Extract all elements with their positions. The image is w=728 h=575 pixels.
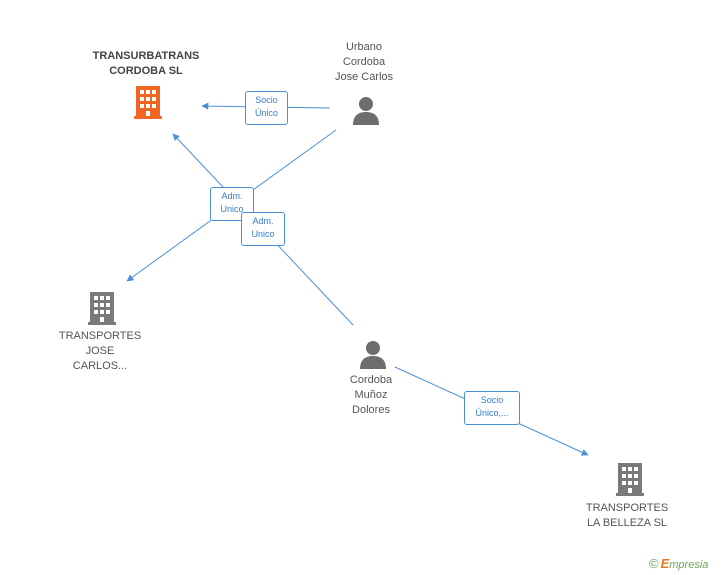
node-label-line: Cordoba bbox=[349, 374, 393, 386]
node-label-line: Jose Carlos bbox=[334, 71, 394, 83]
building-icon[interactable] bbox=[86, 290, 118, 326]
edge-badge-socio-unico[interactable]: Socio Único,... bbox=[464, 391, 520, 425]
edge-badge-line: Socio bbox=[255, 95, 278, 105]
node-label-transurbatrans[interactable]: TRANSURBATRANS CORDOBA SL bbox=[86, 49, 206, 79]
copyright-icon: © bbox=[649, 556, 659, 571]
node-label-line: TRANSURBATRANS bbox=[92, 50, 200, 62]
node-label-line: Muñoz bbox=[354, 389, 388, 401]
node-label-cordoba-munoz[interactable]: Cordoba Muñoz Dolores bbox=[321, 373, 421, 418]
edge-badge-socio-unico[interactable]: Socio Único bbox=[245, 91, 288, 125]
building-icon[interactable] bbox=[132, 84, 164, 120]
brand-watermark[interactable]: ©Empresia bbox=[649, 556, 708, 571]
edge-badge-line: Unico bbox=[251, 229, 275, 239]
edge-badge-adm-unico[interactable]: Adm. Unico bbox=[210, 187, 254, 221]
node-label-line: CORDOBA SL bbox=[109, 65, 183, 77]
node-label-line: TRANSPORTES bbox=[58, 330, 142, 342]
node-label-line: LA BELLEZA SL bbox=[586, 517, 668, 529]
node-label-line: JOSE bbox=[85, 345, 115, 357]
node-label-line: Dolores bbox=[352, 404, 390, 416]
node-label-line: Cordoba bbox=[342, 56, 386, 68]
node-label-line: TRANSPORTES bbox=[585, 502, 669, 514]
edge-badge-line: Único bbox=[254, 108, 278, 118]
person-icon[interactable] bbox=[358, 339, 388, 369]
edge-badge-adm-unico[interactable]: Adm. Unico bbox=[241, 212, 285, 246]
person-icon[interactable] bbox=[351, 95, 381, 125]
edge-badge-line: Socio bbox=[480, 395, 504, 405]
node-label-urbano[interactable]: Urbano Cordoba Jose Carlos bbox=[314, 40, 414, 85]
edge-badge-line: Adm. bbox=[252, 216, 274, 226]
edge-badge-line: Adm. bbox=[221, 191, 243, 201]
edge-badge-line: Único,... bbox=[475, 408, 509, 418]
node-label-transportes-jose[interactable]: TRANSPORTES JOSE CARLOS... bbox=[50, 329, 150, 374]
node-label-line: Urbano bbox=[345, 41, 383, 53]
brand-initial: E bbox=[660, 556, 670, 571]
building-icon[interactable] bbox=[614, 461, 646, 497]
node-label-line: CARLOS... bbox=[72, 360, 128, 372]
brand-name: mpresia bbox=[669, 559, 709, 571]
edge-badge-line: Unico bbox=[220, 204, 244, 214]
node-label-transportes-belleza[interactable]: TRANSPORTES LA BELLEZA SL bbox=[572, 501, 682, 531]
